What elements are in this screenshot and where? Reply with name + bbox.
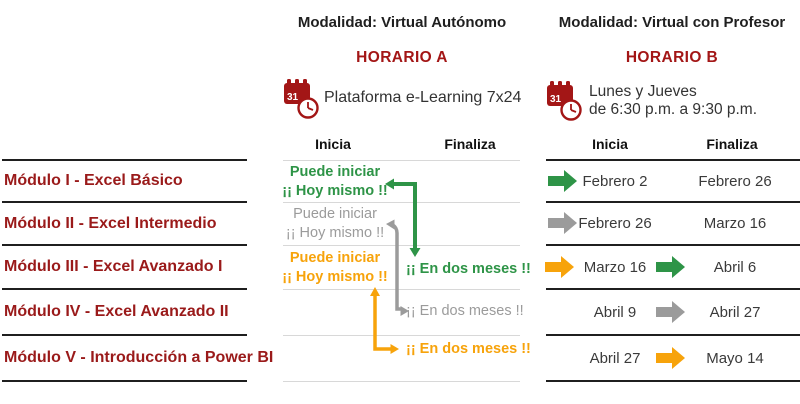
col-header-inicia-b: Inicia — [592, 136, 628, 152]
connector-orange-arrow — [370, 287, 399, 354]
modality-a-header: Modalidad: Virtual Autónomo — [278, 14, 526, 31]
col-header-finaliza-b: Finaliza — [706, 136, 758, 152]
inicia-date: Marzo 16 — [583, 258, 647, 276]
module-3-inicia-note: Puede iniciar ¡¡ Hoy mismo !! — [270, 249, 400, 287]
finaliza-date: Abril 27 — [709, 303, 761, 321]
inicia-note-line1: Puede iniciar — [289, 250, 381, 266]
inicia-date: Abril 9 — [593, 303, 637, 321]
module-1-title: Módulo I - Excel Básico — [4, 172, 183, 189]
row-divider — [283, 245, 520, 246]
module-3-finaliza-note: ¡¡ En dos meses !! — [406, 261, 531, 277]
inicia-date: Abril 27 — [589, 349, 641, 367]
row-divider — [2, 288, 247, 290]
modality-b-value: Virtual con Profesor — [642, 14, 786, 31]
right-block-arrow-icon — [656, 256, 685, 278]
module-5-title: Módulo V - Introducción a Power BI — [4, 349, 274, 366]
calendar-clock-icon: 31 — [284, 79, 319, 119]
module-4-finaliza-note: ¡¡ En dos meses !! — [406, 303, 524, 319]
row-divider — [546, 288, 800, 290]
availability-a-text: Plataforma e-Learning 7x24 — [324, 89, 522, 106]
right-block-arrow-icon — [548, 212, 577, 234]
finaliza-date: Febrero 26 — [698, 172, 772, 190]
row-divider — [283, 381, 520, 382]
connector-green-arrow — [385, 178, 421, 257]
inicia-note-line1: Puede iniciar — [289, 164, 381, 180]
row-divider — [283, 335, 520, 336]
module-2-title: Módulo II - Excel Intermedio — [4, 214, 217, 232]
finaliza-date: Mayo 14 — [706, 349, 764, 367]
finaliza-date: Abril 6 — [713, 258, 757, 276]
availability-b-line1: Lunes y Jueves — [589, 83, 697, 100]
module-1-inicia-note: Puede iniciar ¡¡ Hoy mismo !! — [270, 163, 400, 201]
right-block-arrow-icon — [656, 301, 685, 323]
modality-b-header: Modalidad: Virtual con Profesor — [544, 14, 800, 31]
modality-b-label: Modalidad: — [558, 14, 638, 31]
availability-b-line2: de 6:30 p.m. a 9:30 p.m. — [589, 101, 758, 118]
row-divider — [2, 201, 247, 203]
row-divider — [546, 201, 800, 203]
right-block-arrow-icon — [548, 170, 577, 192]
row-divider — [546, 380, 800, 382]
horario-b-title: HORARIO B — [625, 49, 719, 66]
module-3-title: Módulo III - Excel Avanzado I — [4, 258, 223, 275]
modality-a-label: Modalidad: — [297, 14, 377, 31]
row-divider — [2, 244, 247, 246]
connector-gray-arrow — [386, 219, 409, 316]
svg-text:31: 31 — [287, 92, 299, 103]
calendar-clock-icon: 31 — [547, 81, 582, 121]
finaliza-date: Marzo 16 — [703, 215, 767, 232]
inicia-date: Febrero 2 — [582, 172, 648, 190]
col-header-inicia-a: Inicia — [315, 136, 351, 152]
row-divider — [2, 334, 247, 336]
inicia-note-line1: Puede iniciar — [293, 206, 377, 222]
modality-a-value: Virtual Autónomo — [381, 14, 507, 31]
inicia-note-line2: ¡¡ Hoy mismo !! — [285, 225, 385, 241]
row-divider — [2, 380, 247, 382]
svg-text:31: 31 — [550, 94, 562, 105]
row-divider — [546, 159, 800, 161]
module-2-inicia-note: Puede iniciar ¡¡ Hoy mismo !! — [270, 205, 400, 243]
inicia-date: Febrero 26 — [578, 215, 652, 232]
inicia-note-line2: ¡¡ Hoy mismo !! — [282, 269, 388, 285]
row-divider — [283, 160, 520, 161]
col-header-finaliza-a: Finaliza — [444, 136, 496, 152]
horario-a-title: HORARIO A — [356, 49, 448, 66]
inicia-note-line2: ¡¡ Hoy mismo !! — [282, 183, 388, 199]
module-5-finaliza-note: ¡¡ En dos meses !! — [406, 341, 531, 357]
row-divider — [283, 202, 520, 203]
right-block-arrow-icon — [656, 347, 685, 369]
row-divider — [2, 159, 247, 161]
row-divider — [546, 334, 800, 336]
row-divider — [546, 244, 800, 246]
row-divider — [283, 289, 520, 290]
module-4-title: Módulo IV - Excel Avanzado II — [4, 303, 229, 320]
right-block-arrow-icon — [545, 256, 574, 278]
